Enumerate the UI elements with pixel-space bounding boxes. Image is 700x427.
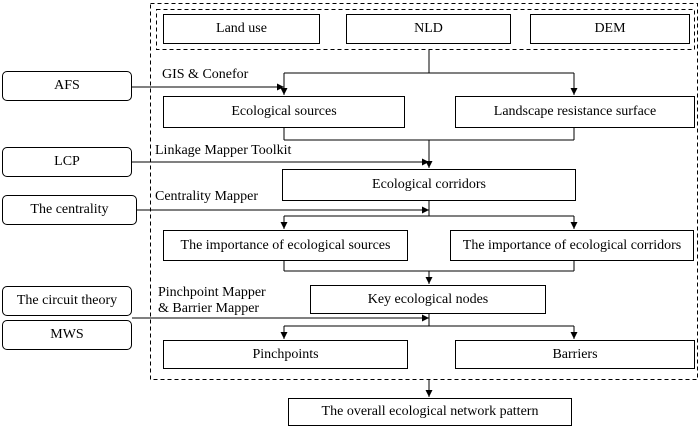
importance-corridors-box: The importance of ecological corridors: [450, 230, 694, 261]
tool-linkage-mapper: Linkage Mapper Toolkit: [155, 143, 292, 158]
mws-box: MWS: [2, 320, 132, 350]
overall-pattern-box: The overall ecological network pattern: [288, 398, 572, 426]
nld-box: NLD: [346, 14, 511, 44]
ecological-corridors-box: Ecological corridors: [282, 169, 576, 201]
afs-box: AFS: [2, 71, 132, 101]
tool-barrier-mapper: & Barrier Mapper: [158, 301, 260, 316]
resistance-surface-box: Landscape resistance surface: [455, 96, 695, 128]
centrality-box: The centrality: [2, 195, 137, 225]
land-use-box: Land use: [163, 14, 320, 44]
importance-sources-box: The importance of ecological sources: [163, 230, 408, 261]
tool-pinchpoint-mapper: Pinchpoint Mapper: [158, 285, 266, 300]
ecological-sources-box: Ecological sources: [163, 96, 405, 128]
key-nodes-box: Key ecological nodes: [310, 285, 546, 314]
lcp-box: LCP: [2, 147, 132, 177]
circuit-theory-box: The circuit theory: [2, 286, 132, 316]
outer-dashed-frame: [150, 3, 698, 380]
dem-box: DEM: [530, 14, 690, 44]
inputs-dashed-frame: [156, 9, 695, 50]
barriers-box: Barriers: [455, 340, 695, 369]
tool-centrality-mapper: Centrality Mapper: [155, 189, 259, 204]
pinchpoints-box: Pinchpoints: [163, 340, 408, 369]
tool-gis-conefor: GIS & Conefor: [162, 67, 249, 82]
